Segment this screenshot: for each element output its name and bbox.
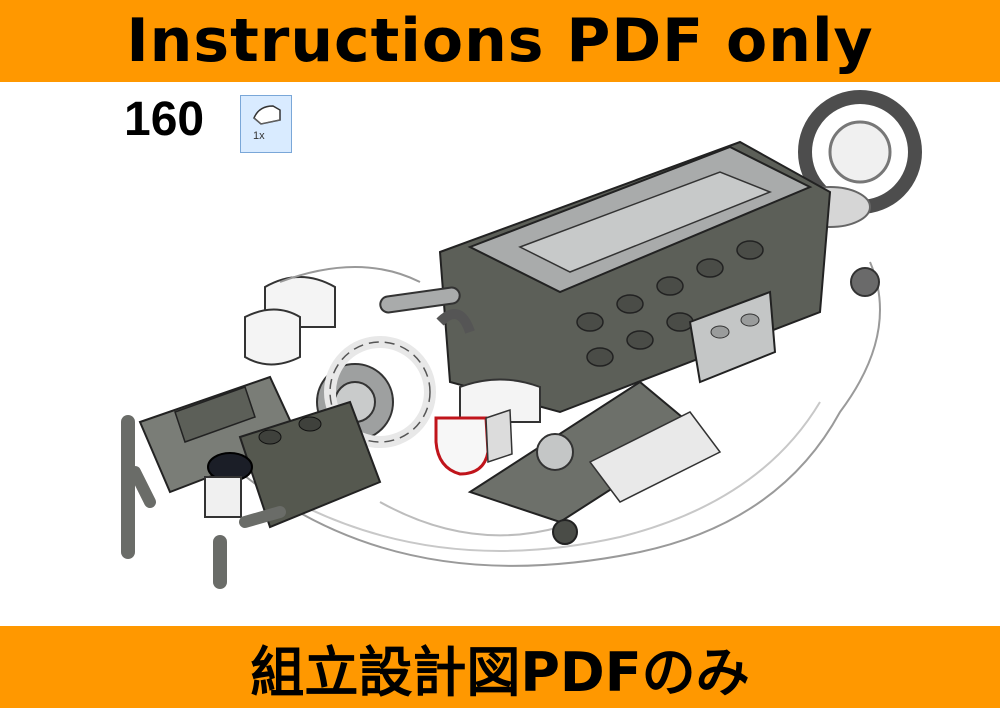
top-tile: [518, 171, 773, 273]
clip: [436, 309, 475, 334]
white-curved-part: [244, 308, 301, 366]
bar-handle: [379, 286, 461, 314]
white-chain-outline: [329, 341, 431, 443]
lower-white-wedge: [588, 411, 722, 503]
stud: [616, 294, 644, 314]
bracket-stud: [710, 325, 730, 339]
stud: [298, 416, 322, 432]
stud: [586, 347, 614, 367]
stud: [576, 312, 604, 332]
white-curved-part: [459, 378, 541, 423]
curved-tile-icon: [253, 105, 281, 125]
header-banner: Instructions PDF only: [0, 0, 1000, 82]
part-quantity: 1x: [253, 130, 265, 142]
model-drawing: [121, 90, 922, 589]
left-arm-plate: [174, 386, 256, 443]
shell-outline-inner: [259, 401, 821, 552]
new-part-side: [485, 408, 513, 464]
stud: [736, 240, 764, 260]
claw: [239, 506, 286, 528]
stud: [696, 258, 724, 278]
shell-outline: [239, 261, 881, 567]
footer-banner: 組立設計図PDFのみ: [0, 626, 1000, 708]
ring-hub: [828, 120, 892, 184]
stud: [626, 330, 654, 350]
white-arc: [279, 266, 421, 283]
step-number: 160: [124, 93, 205, 146]
stud-row: [576, 240, 764, 367]
pin-end: [552, 519, 578, 545]
white-bracket: [204, 476, 242, 518]
ball-joint: [850, 267, 880, 297]
claw: [129, 466, 156, 508]
stud: [258, 429, 282, 445]
footer-title: 組立設計図PDFのみ: [250, 640, 750, 704]
stud: [656, 276, 684, 296]
shell-edge: [379, 501, 561, 537]
assembly-illustration: [0, 82, 1000, 626]
header-title: Instructions PDF only: [126, 6, 874, 76]
parts-callout: 1x: [240, 95, 292, 153]
bracket-stud: [740, 313, 760, 327]
new-part-highlight: [434, 416, 490, 476]
light-clip: [536, 433, 574, 471]
